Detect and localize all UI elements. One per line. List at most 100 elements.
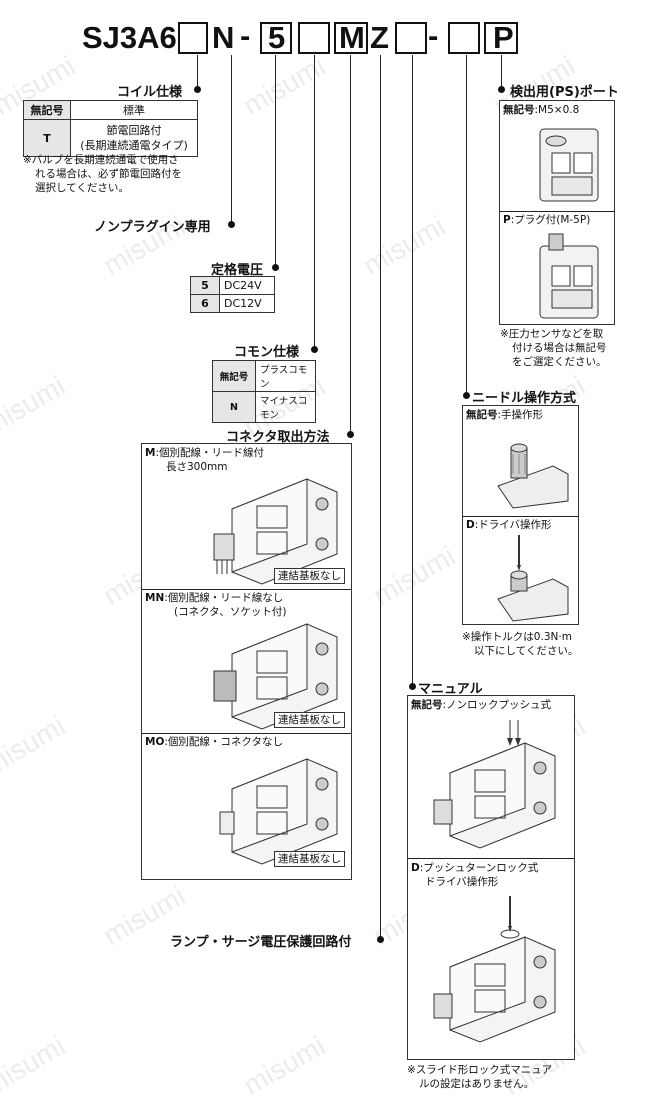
watermark: misumi — [0, 709, 71, 782]
model-segment-connector: M — [339, 20, 365, 55]
option-code: MO — [145, 736, 165, 748]
common-code: 無記号 — [212, 360, 256, 392]
watermark: misumi — [237, 49, 331, 122]
dash: - — [428, 18, 439, 53]
option-code: 無記号 — [503, 104, 535, 116]
option-desc: :プッシュターンロック式 — [419, 862, 539, 874]
coil-note: ※バルブを長期連続通電で使用さ れる場合は、必ず節電回路付を 選択してください。 — [23, 153, 182, 195]
voltage-title: 定格電圧 — [211, 263, 264, 278]
connector-panel: M:個別配線・リード線付 長さ300mm 連結基板なし MN:個別配線・リード線… — [141, 443, 352, 880]
needle-note-line2: 以下にしてください。 — [474, 645, 579, 657]
ps-option-plug: P:プラグ付(M-5P) — [503, 214, 590, 227]
manual-lock-illustration — [433, 896, 556, 1043]
ps-note-line1: ※圧力センサなどを取 — [500, 328, 604, 340]
leader-dot — [377, 936, 384, 943]
divider — [142, 733, 351, 734]
valve-illustration — [213, 478, 338, 585]
option-code: D — [466, 519, 475, 531]
ps-option-none: 無記号:M5×0.8 — [503, 104, 579, 117]
blank-box-common — [298, 22, 330, 54]
connector-option-mo: MO:個別配線・コネクタなし — [145, 736, 283, 749]
leader-manual — [412, 55, 413, 687]
manual-title: マニュアル — [418, 682, 483, 697]
boxed-connector: M — [334, 20, 368, 55]
driver-needle-illustration — [497, 535, 569, 622]
coil-note-line1: ※バルブを長期連続通電で使用さ — [23, 154, 179, 166]
needle-panel: 無記号:手操作形 D:ドライバ操作形 — [462, 405, 579, 625]
no-board-label: 連結基板なし — [274, 568, 345, 584]
leader-dot — [498, 86, 505, 93]
leader-ps — [501, 55, 502, 90]
option-code: 無記号 — [411, 699, 443, 711]
leader-dot — [194, 86, 201, 93]
ps-note-line3: をご選定ください。 — [512, 356, 607, 368]
manual-note-line1: ※スライド形ロック式マニュア — [407, 1064, 553, 1076]
option-desc: :プラグ付(M-5P) — [510, 214, 591, 226]
voltage-value: DC24V — [219, 276, 275, 295]
divider — [408, 858, 574, 859]
no-board-label: 連結基板なし — [274, 851, 345, 867]
common-title: コモン仕様 — [234, 345, 300, 360]
coil-row-desc: 節電回路付 (長期連続通電タイプ) — [70, 119, 198, 157]
common-value: プラスコモン — [255, 360, 316, 392]
coil-table: 無記号 標準 T 節電回路付 (長期連続通電タイプ) — [23, 100, 198, 157]
leader-dot — [409, 683, 416, 690]
ps-port-title: 検出用(PS)ポート — [510, 85, 619, 100]
ps-port-illustration — [539, 128, 599, 202]
watermark: misumi — [357, 209, 451, 282]
option-code: 無記号 — [466, 409, 498, 421]
leader-voltage — [275, 55, 276, 268]
no-board-label: 連結基板なし — [274, 712, 345, 728]
option-desc-line2: (コネクタ、ソケット付) — [174, 606, 287, 618]
boxed-voltage: 5 — [260, 20, 292, 55]
option-code: P — [503, 214, 511, 226]
coil-note-line3: 選択してください。 — [35, 182, 129, 194]
option-desc: :個別配線・リード線なし — [164, 592, 284, 604]
manual-note: ※スライド形ロック式マニュア ルの設定はありません。 — [407, 1063, 552, 1091]
divider — [142, 589, 351, 590]
needle-note: ※操作トルクは0.3N·m 以下にしてください。 — [462, 630, 578, 658]
option-desc: :個別配線・コネクタなし — [164, 736, 283, 748]
option-code: MN — [145, 592, 165, 604]
leader-lamp — [380, 55, 381, 940]
coil-row-desc-line1: 節電回路付 — [106, 124, 162, 137]
manual-nonlock-illustration — [433, 720, 556, 849]
option-desc: :ノンロックプッシュ式 — [442, 699, 552, 711]
model-base: SJ3A6 — [82, 20, 177, 55]
coil-row-desc-line2: (長期連続通電タイプ) — [80, 139, 188, 152]
coil-header-code: 無記号 — [23, 100, 71, 120]
leader-needle — [466, 55, 467, 396]
option-code: D — [411, 862, 420, 874]
manual-note-line2: ルの設定はありません。 — [419, 1078, 535, 1090]
common-code: N — [212, 391, 256, 423]
model-segment-z: Z — [370, 20, 389, 55]
model-segment-ps: P — [493, 20, 514, 55]
leader-dot — [228, 221, 235, 228]
dash: - — [240, 18, 251, 53]
leader-nonplugin — [231, 55, 232, 225]
option-code: M — [145, 447, 156, 459]
needle-title: ニードル操作方式 — [472, 391, 577, 406]
coil-header-standard: 標準 — [70, 100, 198, 120]
leader-connector — [350, 55, 351, 435]
connector-title: コネクタ取出方法 — [226, 430, 330, 445]
lamp-title: ランプ・サージ電圧保護回路付 — [170, 935, 352, 950]
blank-box-manual — [395, 22, 427, 54]
watermark: misumi — [0, 369, 71, 442]
option-desc: :手操作形 — [497, 409, 544, 421]
watermark: misumi — [0, 1029, 71, 1102]
ps-plug-illustration — [539, 233, 599, 319]
option-desc: :個別配線・リード線付 — [155, 447, 264, 459]
option-desc-line2: ドライバ操作形 — [425, 876, 499, 888]
needle-option-manual: 無記号:手操作形 — [466, 409, 543, 422]
option-desc: :M5×0.8 — [534, 104, 580, 116]
boxed-ps-port: P — [484, 20, 518, 55]
coil-title: コイル仕様 — [117, 85, 183, 100]
divider — [463, 516, 578, 517]
common-table: 無記号 プラスコモン N マイナスコモン — [212, 360, 316, 423]
coil-note-line2: れる場合は、必ず節電回路付を — [35, 168, 182, 180]
ps-port-panel: 無記号:M5×0.8 P:プラグ付(M-5P) — [499, 100, 615, 325]
leader-dot — [463, 392, 470, 399]
voltage-value: DC12V — [219, 294, 275, 313]
connector-option-m: M:個別配線・リード線付 — [145, 447, 264, 460]
